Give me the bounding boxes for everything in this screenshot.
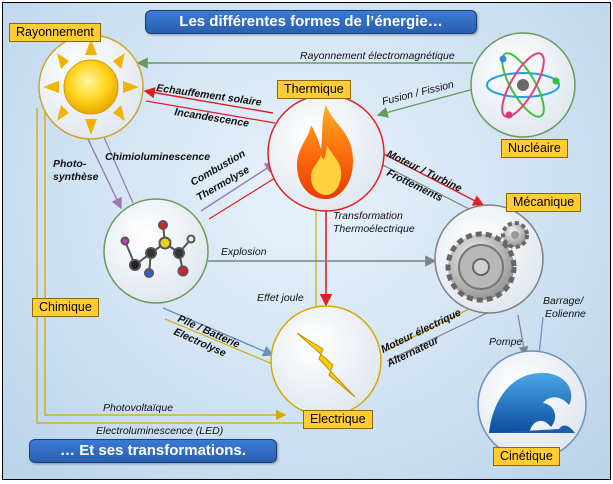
label-thermique: Thermique xyxy=(277,80,351,99)
edge-label-transfo1: Transformation xyxy=(333,210,403,222)
node-thermique xyxy=(267,94,385,212)
arrow-electrolyse xyxy=(164,318,276,366)
node-chimique xyxy=(103,198,209,304)
label-cinetique: Cinétique xyxy=(493,447,560,466)
arrow-chimioluminescence xyxy=(102,134,134,204)
edge-label-chimiolum: Chimioluminescence xyxy=(105,151,210,163)
gear-icon xyxy=(445,221,529,303)
arrow-combustion xyxy=(200,162,277,212)
edge-label-explosion: Explosion xyxy=(221,246,267,258)
edge-label-effet-joule: Effet joule xyxy=(257,292,304,304)
arrow-thermolyse xyxy=(208,172,284,220)
arrow-pompe xyxy=(517,314,529,357)
label-nucleaire: Nucléaire xyxy=(501,139,568,158)
arrow-echauffement xyxy=(143,87,274,114)
edge-label-barrage2: Eolienne xyxy=(545,308,586,320)
edge-label-transfo2: Thermoélectrique xyxy=(333,223,415,235)
flame-icon xyxy=(297,105,353,199)
node-cinetique xyxy=(477,350,587,460)
page-title: Les différentes formes de l’énergie… xyxy=(145,10,477,34)
label-chimique: Chimique xyxy=(32,298,99,317)
arrow-photovoltaique xyxy=(44,103,287,421)
node-nucleaire xyxy=(470,32,576,138)
arrow-barrage xyxy=(538,316,544,356)
arrow-moteur-turbine xyxy=(377,150,485,206)
lightning-icon xyxy=(296,332,356,398)
edge-label-rayonnement-em: Rayonnement électromagnétique xyxy=(300,50,455,62)
edge-label-pompe: Pompe xyxy=(489,336,522,348)
wave-icon xyxy=(489,372,575,433)
edge-label-photo1: Photo- xyxy=(53,158,87,170)
node-mecanique xyxy=(434,204,544,314)
arrow-incandescence xyxy=(145,100,276,124)
page-subtitle: … Et ses transformations. xyxy=(29,439,277,463)
label-electrique: Electrique xyxy=(303,410,373,429)
edge-label-photovoltaique: Photovoltaïque xyxy=(103,402,173,414)
edge-label-echauffement: Echauffement solaire xyxy=(156,82,263,109)
energy-diagram: Rayonnement électromagnétique Fusion / F… xyxy=(36,32,587,460)
molecule-icon xyxy=(120,220,196,278)
arrow-fusion-fission xyxy=(376,86,482,118)
edge-label-photo2: synthèse xyxy=(53,171,99,183)
label-rayonnement: Rayonnement xyxy=(9,23,101,42)
arrow-pile-batterie xyxy=(162,307,275,357)
edge-label-incandescence: Incandescence xyxy=(174,106,250,130)
edge-label-barrage1: Barrage/ xyxy=(543,295,584,307)
label-mecanique: Mécanique xyxy=(506,193,582,212)
sun-icon xyxy=(43,39,139,135)
arrow-alternateur xyxy=(386,312,488,362)
arrow-frottements xyxy=(374,160,482,216)
arrow-photosynthese xyxy=(84,132,122,210)
edge-label-electroluminescence: Electroluminescence (LED) xyxy=(96,425,223,437)
arrow-electroluminescence xyxy=(36,108,303,424)
node-electrique xyxy=(270,305,382,417)
arrow-moteur-electrique xyxy=(384,302,483,352)
atom-icon xyxy=(486,52,560,119)
node-rayonnement xyxy=(38,34,144,140)
